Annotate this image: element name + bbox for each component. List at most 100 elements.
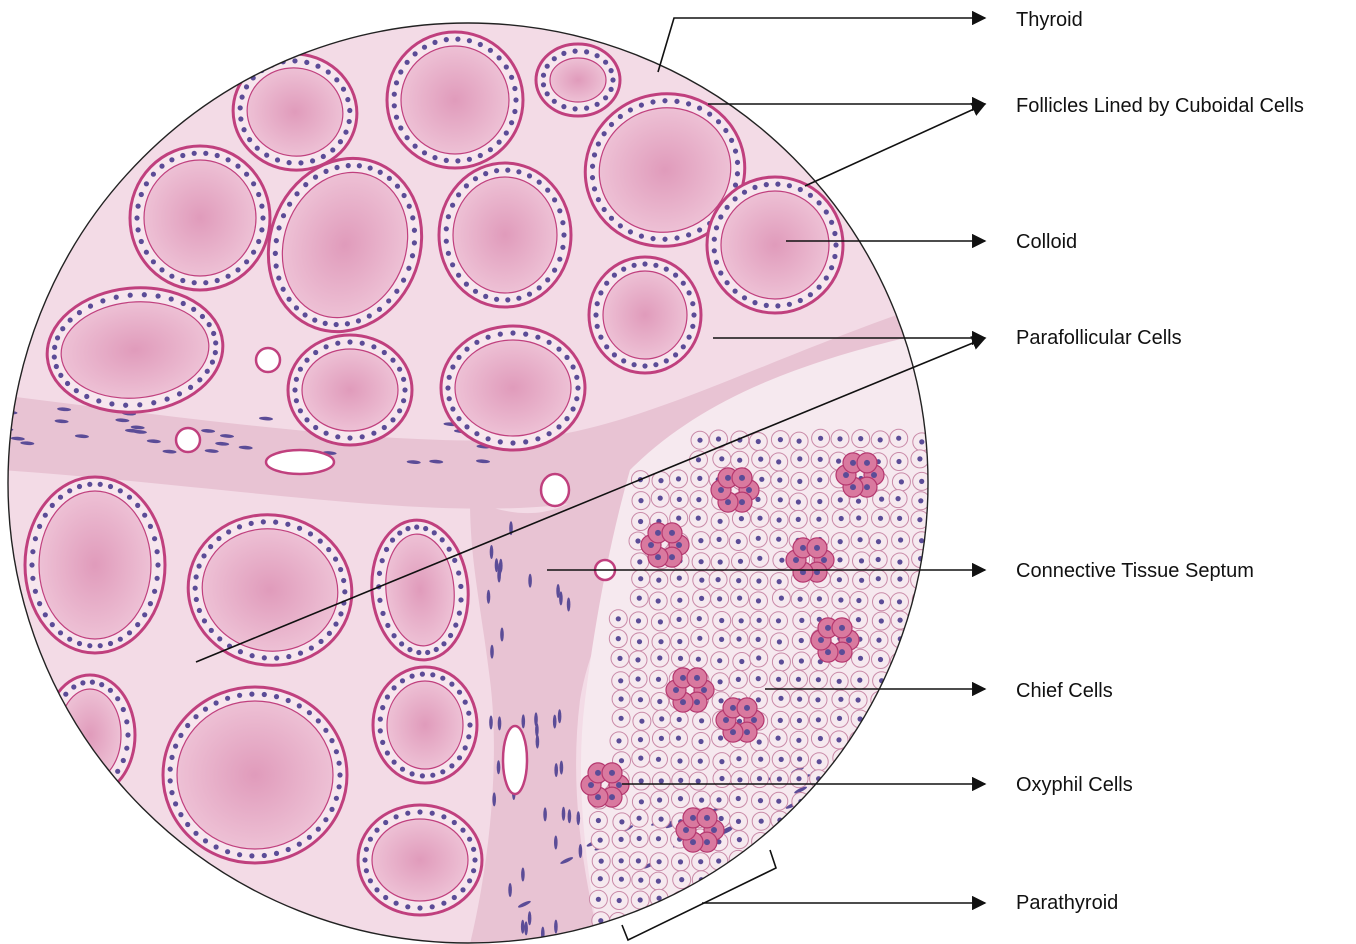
chief-cell-nucleus: [638, 519, 643, 524]
chief-cell-nucleus: [878, 919, 883, 924]
chief-cell-nucleus: [818, 736, 823, 741]
follicular-cell-nucleus: [98, 482, 103, 487]
follicular-cell-nucleus: [687, 290, 692, 295]
follicular-cell-nucleus: [135, 503, 140, 508]
follicular-cell-nucleus: [574, 396, 579, 401]
follicular-cell-nucleus: [505, 297, 510, 302]
oxyphil-cell-nucleus: [818, 637, 824, 643]
follicular-cell-nucleus: [37, 524, 42, 529]
follicular-cell-nucleus: [397, 367, 402, 372]
label-connective-tissue-septum: Connective Tissue Septum: [1016, 559, 1254, 583]
chief-cell-nucleus: [919, 878, 924, 883]
leader-thyroid: [658, 18, 985, 72]
chief-cell-nucleus: [738, 559, 743, 564]
follicular-cell-nucleus: [498, 332, 503, 337]
chief-cell-nucleus: [716, 939, 721, 944]
chief-cell-nucleus: [859, 858, 864, 863]
follicular-cell-nucleus: [152, 536, 157, 541]
chief-cell-nucleus: [839, 755, 844, 760]
follicular-cell-nucleus: [294, 398, 299, 403]
fibroblast-nucleus: [500, 628, 504, 642]
chief-cell-nucleus: [678, 656, 683, 661]
follicular-cell-nucleus: [413, 51, 418, 56]
follicular-cell-nucleus: [148, 524, 153, 529]
chief-cell: [810, 850, 828, 868]
chief-cell-nucleus: [596, 938, 601, 943]
oxyphil-cell-nucleus: [616, 782, 622, 788]
chief-cell: [911, 650, 929, 668]
follicular-cell-nucleus: [417, 905, 422, 910]
chief-cell: [869, 713, 887, 731]
chief-cell: [913, 789, 931, 807]
chief-cell-nucleus: [638, 737, 643, 742]
chief-cell-nucleus: [598, 838, 603, 843]
chief-cell-nucleus: [599, 859, 604, 864]
vessel: [503, 726, 527, 794]
chief-cell-nucleus: [778, 497, 783, 502]
colloid: [721, 191, 829, 299]
chief-cell-nucleus: [877, 899, 882, 904]
chief-cell-nucleus: [659, 917, 664, 922]
follicular-cell-nucleus: [155, 562, 160, 567]
follicular-cell-nucleus: [215, 278, 220, 283]
follicular-cell-nucleus: [347, 435, 352, 440]
follicular-cell-nucleus: [444, 226, 449, 231]
chief-cell: [831, 792, 849, 810]
chief-cell-nucleus: [876, 738, 881, 743]
chief-cell-nucleus: [896, 699, 901, 704]
oxyphil-cell-nucleus: [669, 554, 675, 560]
follicular-cell-nucleus: [595, 102, 600, 107]
follicular-cell-nucleus: [557, 257, 562, 262]
chief-cell-nucleus: [759, 477, 764, 482]
chief-cell-nucleus: [916, 719, 921, 724]
follicular-cell-nucleus: [474, 340, 479, 345]
follicular-cell-nucleus: [498, 439, 503, 444]
follicular-cell-nucleus: [775, 182, 780, 187]
follicular-cell-nucleus: [402, 387, 407, 392]
follicular-cell-nucleus: [603, 95, 608, 100]
follicular-cell-nucleus: [714, 225, 719, 230]
follicular-cell-nucleus: [192, 280, 197, 285]
fibroblast-nucleus: [535, 723, 539, 737]
chief-cell-nucleus: [616, 616, 621, 621]
chief-cell: [690, 891, 708, 909]
follicular-cell-nucleus: [673, 352, 678, 357]
chief-cell-nucleus: [839, 876, 844, 881]
chief-cell-nucleus: [879, 876, 884, 881]
follicle: [130, 146, 270, 290]
chief-cell-nucleus: [619, 696, 624, 701]
follicular-cell-nucleus: [118, 488, 123, 493]
chief-cell-nucleus: [657, 797, 662, 802]
chief-cell-nucleus: [897, 678, 902, 683]
chief-cell-nucleus: [756, 536, 761, 541]
follicular-cell-nucleus: [337, 772, 342, 777]
chief-cell-nucleus: [619, 877, 624, 882]
fibroblast-nucleus: [577, 811, 581, 825]
chief-cell: [870, 933, 888, 944]
chief-cell-nucleus: [919, 737, 924, 742]
follicular-cell-nucleus: [235, 164, 240, 169]
fibroblast-nucleus: [554, 920, 558, 934]
follicular-cell-nucleus: [127, 495, 132, 500]
follicular-cell-nucleus: [742, 295, 747, 300]
chief-cell: [849, 731, 867, 749]
follicular-cell-nucleus: [307, 835, 312, 840]
follicular-cell-nucleus: [334, 749, 339, 754]
fibroblast-nucleus: [859, 745, 873, 754]
chief-cell-nucleus: [656, 598, 661, 603]
oxyphil-cell-nucleus: [821, 557, 827, 563]
follicular-cell-nucleus: [432, 155, 437, 160]
oxyphil-cell-nucleus: [846, 637, 852, 643]
chief-cell-nucleus: [779, 915, 784, 920]
chief-cell-nucleus: [737, 876, 742, 881]
chief-cell-nucleus: [797, 439, 802, 444]
chief-cell: [790, 931, 808, 944]
follicular-cell-nucleus: [463, 700, 468, 705]
follicular-cell-nucleus: [486, 436, 491, 441]
chief-cell: [911, 831, 929, 849]
oxyphil-cell-nucleus: [730, 729, 736, 735]
chief-cell-nucleus: [919, 597, 924, 602]
chief-cell: [691, 929, 709, 944]
chief-cell-nucleus: [796, 499, 801, 504]
follicular-cell-nucleus: [80, 785, 85, 790]
